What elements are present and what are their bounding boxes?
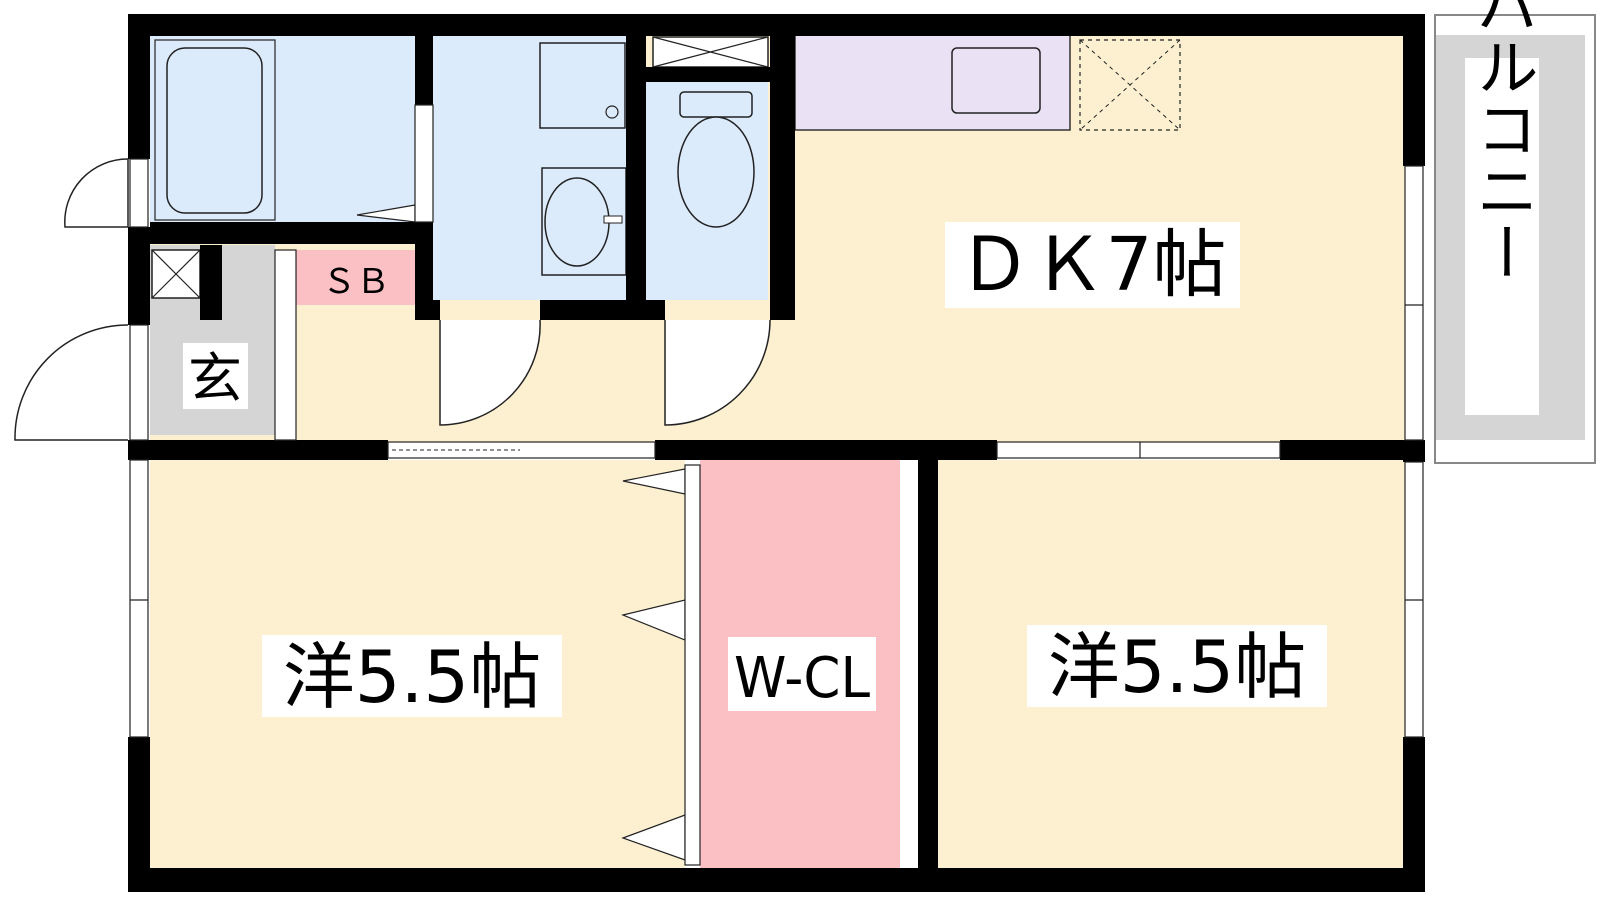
window-dk-bottom-left bbox=[387, 441, 656, 459]
door-swing-bath-exterior bbox=[64, 158, 129, 228]
dk-label-bg bbox=[945, 222, 1240, 308]
western-left-label: 洋5.5帖 bbox=[283, 635, 542, 719]
toilet-tank bbox=[679, 91, 753, 118]
entrance-door-frame bbox=[129, 324, 149, 441]
washing-machine bbox=[539, 42, 626, 129]
vent-cross-b bbox=[652, 36, 769, 68]
window-balcony bbox=[1404, 165, 1424, 441]
washing-machine-drain bbox=[605, 105, 619, 119]
balcony-label: バルコニー bbox=[1466, 0, 1539, 283]
western-left-label-bg bbox=[262, 635, 562, 717]
door-swing-toilet bbox=[664, 319, 771, 426]
kitchen-sink bbox=[951, 47, 1041, 114]
washbasin-bowl bbox=[544, 177, 610, 267]
dk-label: ＤＫ7帖 bbox=[957, 222, 1226, 308]
window-left-room bbox=[129, 459, 149, 738]
bathtub-edge bbox=[154, 39, 276, 221]
closet-label: W-CL bbox=[734, 646, 870, 711]
door-swing-entrance bbox=[14, 324, 129, 441]
shoe-box bbox=[296, 250, 416, 305]
walls bbox=[128, 14, 1425, 892]
stove-area bbox=[1079, 39, 1181, 131]
balcony-label-bg bbox=[1465, 58, 1539, 415]
toilet-bowl bbox=[677, 116, 755, 228]
western-right-label: 洋5.5帖 bbox=[1048, 625, 1307, 709]
closet-door-frame bbox=[684, 464, 701, 866]
entrance-label-bg bbox=[183, 343, 248, 409]
window-bath bbox=[129, 158, 149, 228]
entrance-label: 玄 bbox=[188, 347, 242, 410]
shoe-box-label: ＳＢ bbox=[322, 262, 390, 302]
hall-partition bbox=[274, 249, 297, 441]
balcony-outline bbox=[1434, 14, 1596, 464]
western-right-label-bg bbox=[1027, 625, 1327, 707]
sliding-door-right-room bbox=[996, 441, 1281, 459]
bath-door-strip bbox=[414, 104, 434, 223]
stove-cross-b bbox=[1079, 39, 1181, 131]
closet-label-bg bbox=[728, 637, 876, 711]
door-swing-washroom bbox=[439, 319, 541, 426]
washbasin-tap bbox=[603, 215, 623, 224]
bathtub bbox=[166, 47, 263, 214]
pipe-cross-b bbox=[151, 249, 201, 299]
